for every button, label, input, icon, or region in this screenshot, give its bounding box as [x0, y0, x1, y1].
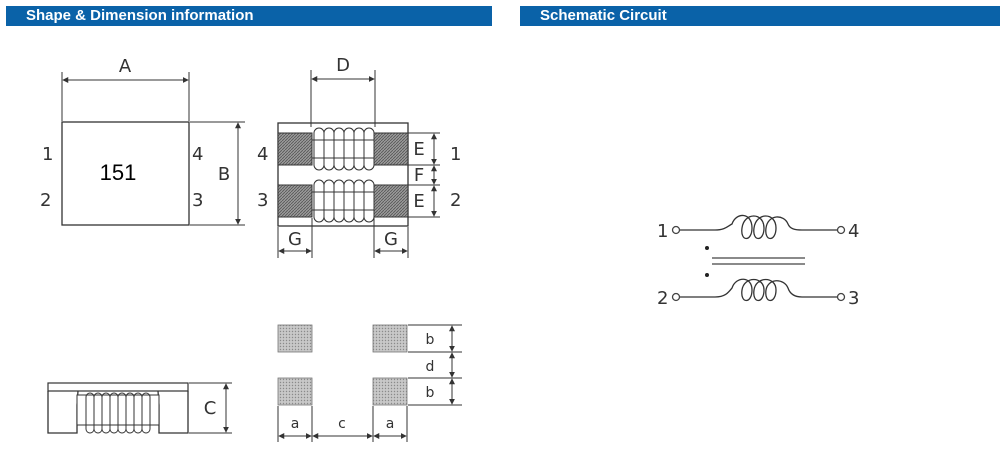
pad-bottom-left [277, 377, 313, 406]
pin-label-3: 3 [192, 190, 203, 211]
schematic-pin-1: 1 [657, 221, 668, 242]
pin-label-1: 1 [42, 144, 53, 165]
dim-a-left-label: a [291, 416, 300, 432]
side-pin-label-3: 3 [257, 190, 268, 211]
schematic-pin-2: 2 [657, 288, 668, 309]
dim-g-left-label: G [288, 229, 302, 250]
dim-d-label: D [336, 55, 350, 76]
side-pin-label-1: 1 [450, 144, 461, 165]
schematic-pin-4: 4 [848, 221, 859, 242]
schematic-circuit: 1 4 2 3 [657, 214, 859, 309]
component-body-top [61, 121, 190, 226]
dim-c-pad-label: c [338, 416, 346, 432]
front-view: C [47, 382, 232, 434]
dim-b-top-label: b [426, 332, 435, 348]
shape-dimension-header: Shape & Dimension information [6, 6, 492, 26]
land-pattern: b d b a c a [277, 324, 462, 442]
schematic-circuit-header: Schematic Circuit [520, 6, 1000, 26]
pad-top-left [277, 324, 313, 353]
pin-label-2: 2 [40, 190, 51, 211]
polarity-dot-top [705, 246, 709, 250]
terminal-4 [836, 225, 846, 235]
dim-g-right-label: G [384, 229, 398, 250]
dim-f-label: F [414, 165, 424, 186]
dim-d-pad-label: d [426, 359, 435, 375]
pad-bottom-right [372, 377, 408, 406]
lower-coil [680, 278, 837, 302]
dim-a-label: A [119, 56, 132, 77]
pin-label-4: 4 [192, 144, 203, 165]
dim-e-bottom-label: E [413, 191, 424, 212]
component-marking: 151 [100, 160, 137, 185]
side-pin-label-2: 2 [450, 190, 461, 211]
dim-b-label: B [218, 164, 230, 185]
polarity-dot-bottom [705, 273, 709, 277]
schematic-pin-3: 3 [848, 288, 859, 309]
side-pin-label-4: 4 [257, 144, 268, 165]
upper-coil [680, 214, 837, 240]
side-view: D E F E G G 4 3 1 2 [257, 55, 461, 258]
terminal-1 [671, 225, 681, 235]
dim-c-label: C [204, 398, 217, 419]
dim-e-top-label: E [413, 139, 424, 160]
pad-top-right [372, 324, 408, 353]
dim-a-right-label: a [386, 416, 395, 432]
dim-b-bottom-label: b [426, 385, 435, 401]
top-view: A B 151 1 2 3 4 [40, 56, 245, 226]
terminal-3 [836, 292, 846, 302]
terminal-2 [671, 292, 681, 302]
